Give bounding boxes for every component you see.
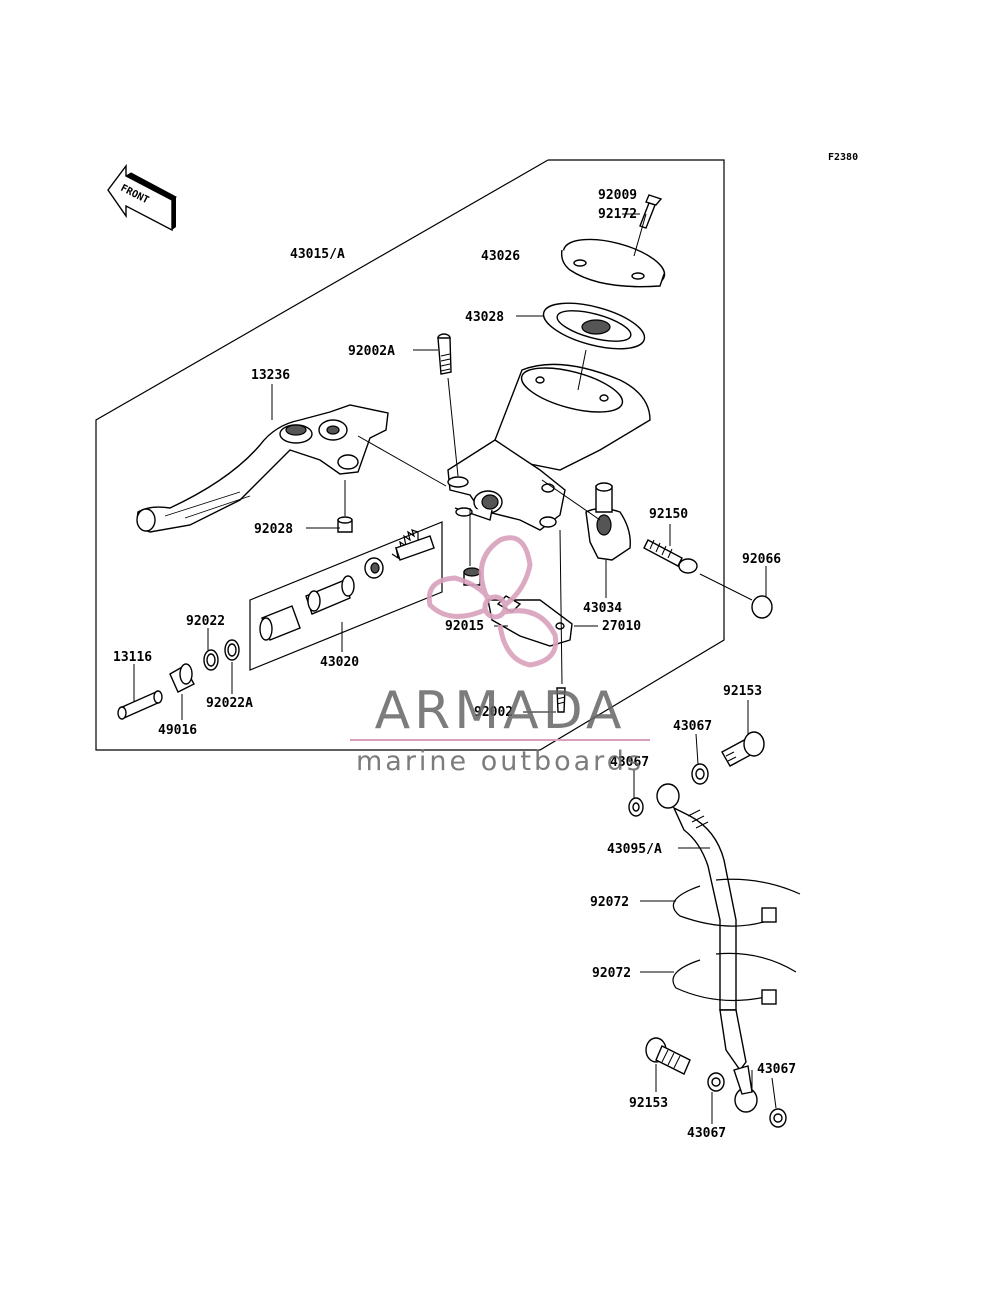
ring-92022-inner — [206, 653, 216, 667]
cap-92066 — [751, 595, 773, 619]
part-label-43015A: 43015/A — [290, 247, 345, 262]
screw-92002 — [556, 687, 566, 713]
part-label-92009: 92009 — [598, 188, 637, 203]
part-label-43067-b: 43067 — [610, 755, 649, 770]
front-arrow-icon: FRONT — [107, 163, 177, 232]
banjo-bolt-92153-bottom — [645, 1037, 691, 1075]
watermark-brand: ARMADA — [375, 681, 626, 741]
part-label-92072-a: 92072 — [590, 895, 629, 910]
part-label-92028: 92028 — [254, 522, 293, 537]
part-label-92066: 92066 — [742, 552, 781, 567]
part-label-13116: 13116 — [113, 650, 152, 665]
part-label-13236: 13236 — [251, 368, 290, 383]
bush-92028 — [337, 516, 353, 533]
watermark: ARMADA marine outboards — [350, 535, 650, 777]
brake-hose-43095A — [656, 783, 758, 1113]
propeller-logo-icon — [426, 535, 559, 668]
washer-43067-a-hole — [695, 768, 705, 780]
part-labels: 92009 92172 43015/A 43026 43028 92002A 1… — [113, 188, 796, 1141]
reservoir-cap-43026 — [560, 238, 666, 288]
part-label-92002: 92002 — [474, 705, 513, 720]
part-label-43067-a: 43067 — [673, 719, 712, 734]
part-label-43028: 43028 — [465, 310, 504, 325]
boot-49016 — [169, 663, 195, 693]
bolt-92150 — [643, 539, 698, 574]
part-label-43020: 43020 — [320, 655, 359, 670]
part-label-43067-d: 43067 — [687, 1126, 726, 1141]
watermark-tagline: marine outboards — [356, 746, 644, 777]
part-label-92172: 92172 — [598, 207, 637, 222]
part-label-43095A: 43095/A — [607, 842, 662, 857]
cable-tie-92072-a — [672, 878, 801, 927]
part-label-43026: 43026 — [481, 249, 520, 264]
washer-43067-d-hole — [773, 1113, 783, 1123]
piston-kit-43020 — [249, 521, 443, 671]
part-label-92153-top: 92153 — [723, 684, 762, 699]
cable-tie-92072-b — [672, 952, 797, 1005]
diaphragm-43028 — [542, 302, 646, 350]
figure-code: F2380 — [828, 152, 858, 163]
lever-13236 — [136, 404, 389, 533]
banjo-bolt-92153-top — [721, 731, 765, 767]
part-label-92022A: 92022A — [206, 696, 253, 711]
part-label-27010: 27010 — [602, 619, 641, 634]
push-rod-13116 — [117, 690, 163, 720]
part-label-43034: 43034 — [583, 601, 622, 616]
part-label-92015: 92015 — [445, 619, 484, 634]
washer-43067-c-hole — [711, 1077, 721, 1087]
washer-43067-b-hole — [632, 802, 640, 812]
part-label-43067-c: 43067 — [757, 1062, 796, 1077]
leader-lines — [133, 213, 777, 1124]
clamp-43034 — [585, 482, 631, 561]
part-label-49016: 49016 — [158, 723, 197, 738]
master-cylinder-body — [447, 363, 651, 531]
bolt-92002A — [437, 333, 452, 375]
assembly-frame — [95, 159, 725, 751]
ring-92022A-inner — [227, 643, 237, 657]
part-label-92002A: 92002A — [348, 344, 395, 359]
part-label-92072-b: 92072 — [592, 966, 631, 981]
part-label-92153-bot: 92153 — [629, 1096, 668, 1111]
part-label-92022: 92022 — [186, 614, 225, 629]
part-label-92150: 92150 — [649, 507, 688, 522]
